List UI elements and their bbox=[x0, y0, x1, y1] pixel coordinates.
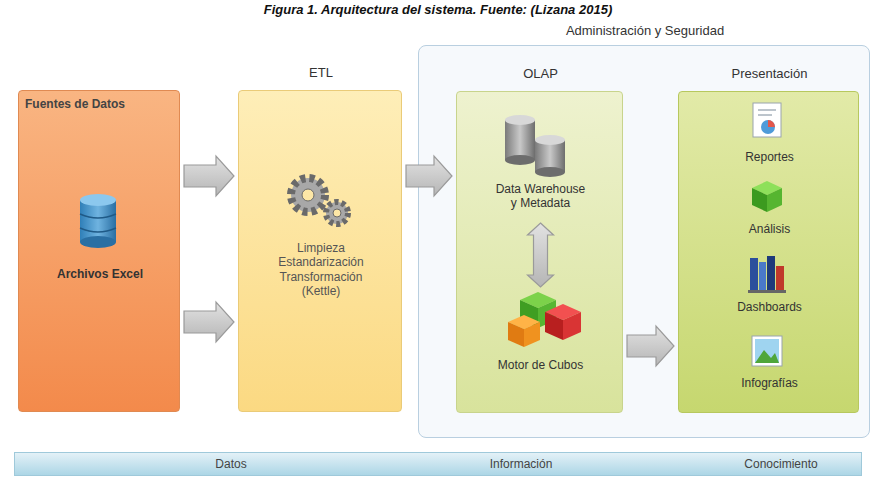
block-arrow bbox=[184, 302, 234, 342]
node-label: Presentación bbox=[679, 66, 860, 82]
analysis-icon bbox=[752, 181, 782, 212]
stage-band: Datos Información Conocimiento bbox=[14, 452, 862, 476]
node-label: Administración y Seguridad bbox=[419, 23, 871, 39]
etl-box: ETLLimpieza Estandarización Transformaci… bbox=[238, 90, 402, 412]
security-region: Administración y SeguridadOLAPData Wareh… bbox=[418, 45, 870, 438]
cubes-icon bbox=[508, 292, 581, 347]
node-label: Archivos Excel bbox=[19, 267, 181, 281]
node-label: Análisis bbox=[692, 222, 847, 236]
node-label: Conocimiento bbox=[721, 457, 841, 471]
database-icon bbox=[80, 194, 116, 248]
node-label: Data Warehouse y Metadata bbox=[494, 182, 587, 211]
infographic-icon bbox=[752, 336, 782, 366]
warehouse-icon bbox=[505, 115, 565, 177]
source-box: Fuentes de DatosArchivos Excel bbox=[18, 90, 180, 412]
node-label: Infografías bbox=[692, 376, 847, 390]
block-arrow bbox=[184, 156, 234, 196]
node-label: Reportes bbox=[692, 150, 847, 164]
gears-icon bbox=[291, 178, 348, 224]
node-heading: Fuentes de Datos bbox=[25, 97, 175, 111]
dashboard-icon bbox=[748, 256, 786, 293]
node-label: Motor de Cubos bbox=[468, 358, 613, 372]
node-label: Dashboards bbox=[692, 300, 847, 314]
node-heading: ETL bbox=[239, 65, 403, 81]
block-arrow bbox=[406, 156, 452, 196]
node-label: Información bbox=[461, 457, 581, 471]
block-arrow bbox=[528, 223, 554, 287]
node-label: Limpieza Estandarización Transformación … bbox=[259, 241, 383, 299]
block-arrow bbox=[627, 326, 674, 366]
node-label: OLAP bbox=[457, 66, 624, 82]
report-icon bbox=[753, 103, 781, 137]
figure-title: Figura 1. Arquitectura del sistema. Fuen… bbox=[0, 2, 876, 18]
node-label: Datos bbox=[171, 457, 291, 471]
